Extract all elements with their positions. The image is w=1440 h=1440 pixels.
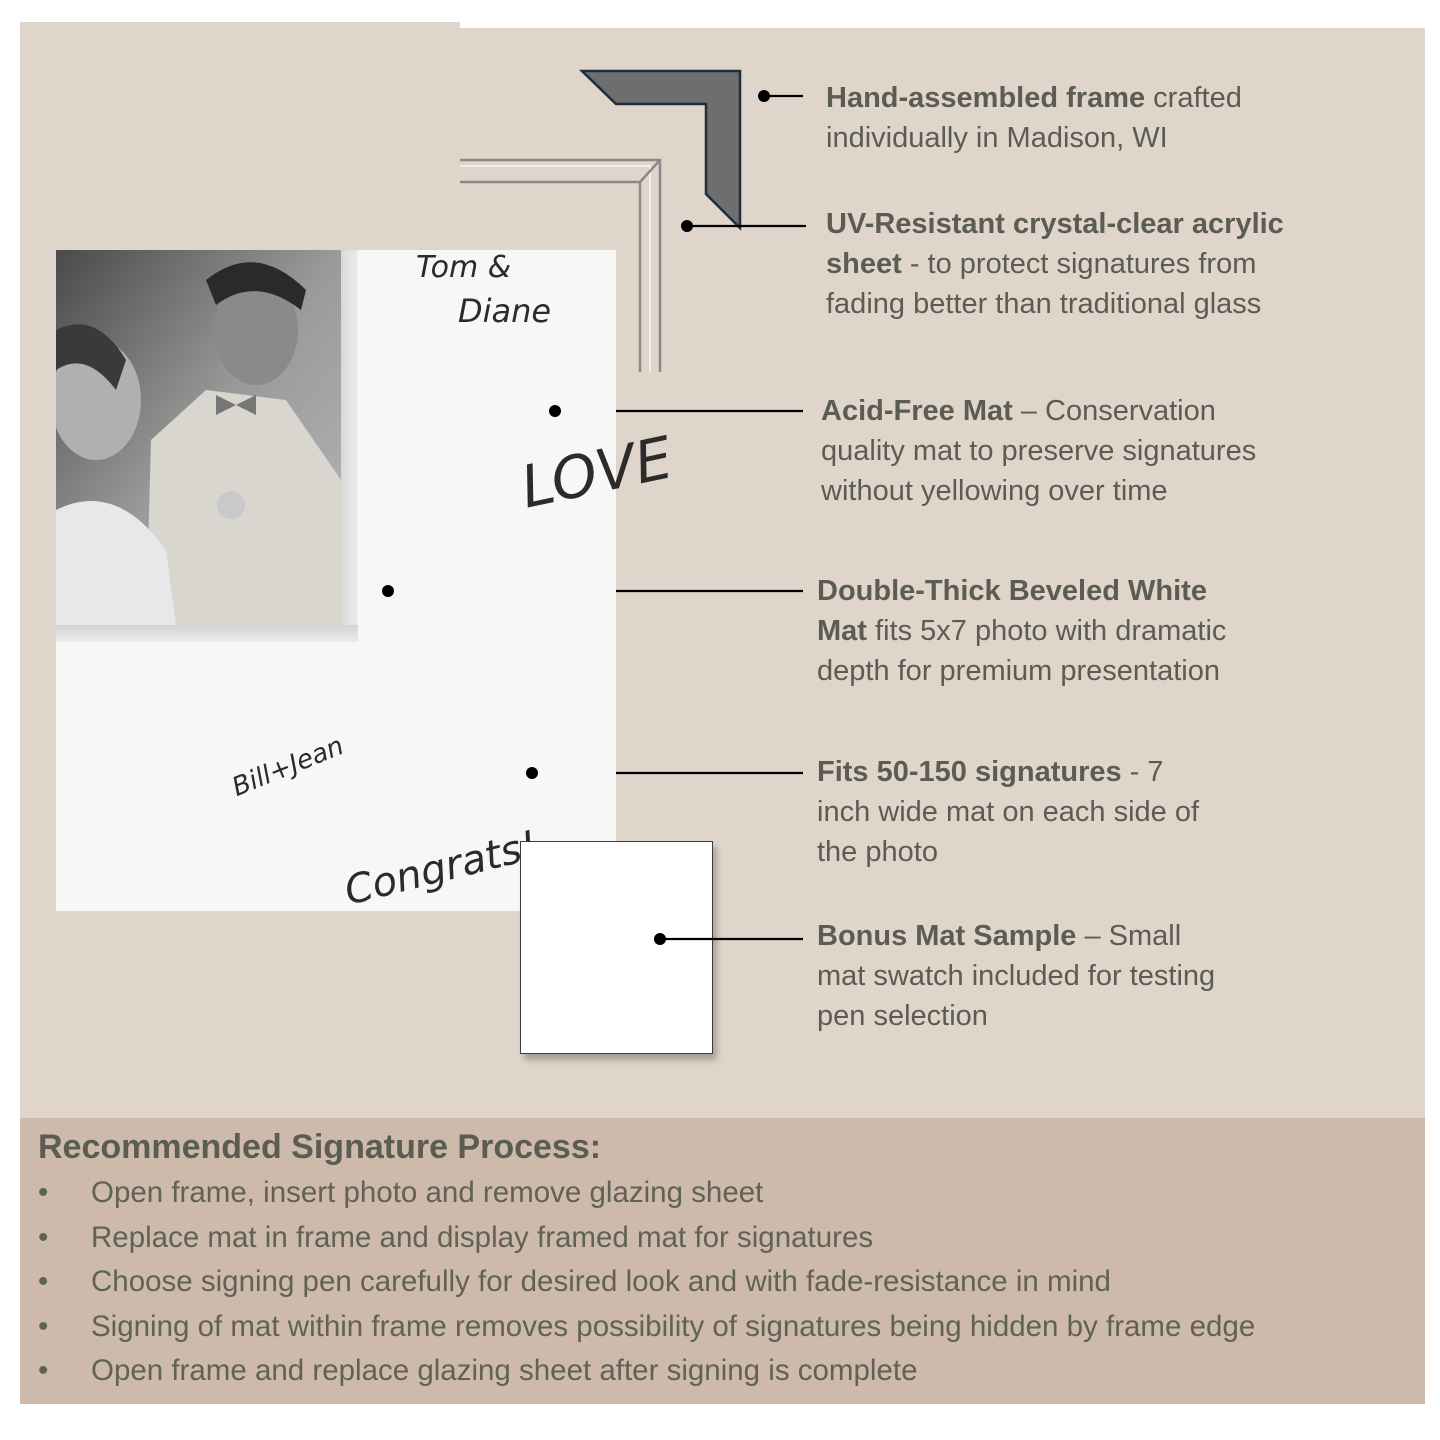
feature-title: Mat [817, 615, 867, 647]
feature-acid-free-mat: Acid-Free Mat – Conservation quality mat… [821, 391, 1256, 511]
feature-frame: Hand-assembled frame crafted individuall… [826, 78, 1242, 158]
process-step: • Choose signing pen carefully for desire… [36, 1265, 1416, 1310]
bullet: • [38, 1265, 49, 1298]
feature-title: Bonus Mat Sample [817, 920, 1077, 952]
acrylic-sheet-lines [460, 158, 662, 372]
feature-text: - to protect signatures from [901, 248, 1257, 280]
feature-beveled-mat: Double-Thick Beveled White Mat fits 5x7 … [817, 571, 1226, 691]
feature-title: Hand-assembled frame [826, 82, 1146, 114]
feature-signature-capacity: Fits 50-150 signatures - 7 inch wide mat… [817, 752, 1199, 872]
feature-text: depth for premium presentation [817, 655, 1220, 687]
feature-text: fading better than traditional glass [826, 288, 1262, 320]
feature-bonus-sample: Bonus Mat Sample – Small mat swatch incl… [817, 916, 1215, 1036]
feature-title: Fits 50-150 signatures [817, 756, 1122, 788]
process-step: • Open frame and replace glazing sheet af… [36, 1354, 1416, 1399]
feature-text: the photo [817, 836, 938, 868]
feature-text: pen selection [817, 1000, 988, 1032]
process-step-text: Signing of mat within frame removes poss… [91, 1309, 1256, 1343]
bullet: • [38, 1354, 49, 1387]
frame-moulding [578, 69, 742, 232]
process-steps: • Open frame, insert photo and remove gla… [36, 1176, 1416, 1399]
bullet: • [38, 1176, 49, 1209]
process-step-text: Open frame and replace glazing sheet aft… [91, 1354, 918, 1387]
process-step-text: Choose signing pen carefully for desired… [91, 1265, 1111, 1298]
signature-tom: Tom & [416, 250, 512, 285]
process-step-text: Open frame, insert photo and remove glaz… [91, 1176, 764, 1209]
frame-diagram: Tom & Diane LOVE Bill+Jean Congrats! Han… [56, 69, 1284, 1054]
process-step: • Signing of mat within frame removes pos… [36, 1310, 1416, 1355]
feature-text: – Conservation [1012, 395, 1216, 427]
signature-process-panel: Recommended Signature Process: • Open fra… [20, 1118, 1425, 1404]
feature-title: Double-Thick Beveled White [817, 575, 1207, 607]
bullet: • [38, 1220, 49, 1254]
feature-text: fits 5x7 photo with dramatic [866, 615, 1227, 647]
feature-text: crafted [1145, 82, 1242, 114]
leader-dots [382, 90, 770, 945]
feature-text: – Small [1076, 920, 1182, 952]
photo-bevel-bottom [56, 625, 358, 642]
process-step: • Open frame, insert photo and remove gla… [36, 1176, 1416, 1221]
feature-text: quality mat to preserve signatures [821, 435, 1257, 467]
process-step: • Replace mat in frame and display framed… [36, 1221, 1416, 1266]
feature-text: - 7 [1121, 756, 1164, 788]
signature-diane: Diane [458, 292, 552, 330]
photo-bevel-right [341, 250, 358, 642]
feature-title: UV-Resistant crystal-clear acrylic [826, 208, 1284, 240]
bonus-mat-swatch [520, 841, 713, 1054]
feature-text: mat swatch included for testing [817, 960, 1216, 992]
panel-top-edge [20, 22, 460, 30]
feature-title: sheet [826, 248, 902, 280]
process-title: Recommended Signature Process: [38, 1128, 602, 1166]
bullet: • [38, 1309, 49, 1343]
feature-text: inch wide mat on each side of [817, 796, 1200, 828]
wedding-photo [56, 250, 341, 625]
process-step-text: Replace mat in frame and display framed … [91, 1220, 874, 1254]
feature-title: Acid-Free Mat [821, 395, 1013, 427]
feature-acrylic: UV-Resistant crystal-clear acrylic sheet… [826, 204, 1284, 324]
feature-text: without yellowing over time [821, 475, 1168, 507]
feature-text: individually in Madison, WI [826, 122, 1168, 154]
